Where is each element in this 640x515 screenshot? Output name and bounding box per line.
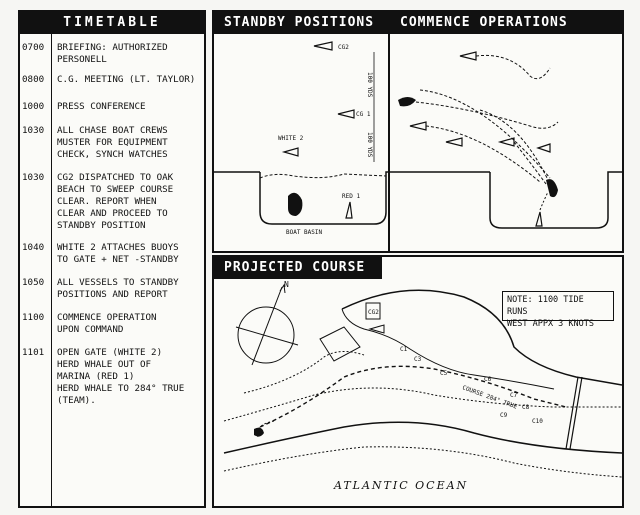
- row-text: PRESS CONFERENCE: [57, 101, 146, 112]
- white2-label: WHITE 2: [278, 135, 304, 142]
- standby-title: STANDBY POSITIONS: [214, 12, 388, 34]
- whale-icon: [398, 97, 416, 107]
- timetable-title: TIMETABLE: [20, 12, 204, 34]
- distance-label-1: 100 YDS: [366, 72, 373, 98]
- row-text: OPEN GATE (WHITE 2) HERD WHALE OUT OF MA…: [57, 347, 185, 406]
- commence-panel: COMMENCE OPERATIONS: [388, 10, 624, 253]
- boat-icon: [536, 143, 551, 153]
- cg2-boat-icon: [368, 324, 385, 334]
- row-time: 1000: [22, 101, 45, 112]
- channel-mark: C9: [500, 412, 508, 419]
- tide-note-text: NOTE: 1100 TIDE RUNS WEST APPX 3 KNOTS: [507, 295, 594, 329]
- red1-label: RED 1: [342, 193, 360, 200]
- timetable-divider: [51, 34, 52, 506]
- row-time: 0700: [22, 42, 45, 53]
- channel-mark: C7: [510, 392, 518, 399]
- whale-icon: [546, 179, 558, 198]
- channel-mark: C10: [532, 418, 543, 425]
- course-map: N CG2 COURSE 284° TRUE C1 C3 C5 C6 C7 C8…: [223, 280, 623, 478]
- row-text: COMMENCE OPERATION UPON COMMAND: [57, 312, 157, 335]
- boat-icon: [459, 51, 477, 61]
- row-text: BRIEFING: AUTHORIZED PERSONELL: [57, 42, 168, 65]
- row-time: 1100: [22, 312, 45, 323]
- cg2-tag: CG2: [368, 309, 379, 316]
- white2-boat-icon: [281, 147, 299, 157]
- row-text: WHITE 2 ATTACHES BUOYS TO GATE + NET -ST…: [57, 242, 179, 265]
- cg1-label: CG 1: [356, 111, 371, 118]
- projected-title: PROJECTED COURSE: [214, 257, 382, 279]
- tide-note: NOTE: 1100 TIDE RUNS WEST APPX 3 KNOTS: [502, 291, 614, 329]
- channel-mark: C3: [414, 356, 422, 363]
- standby-diagram: CG2 100 YDS 100 YDS CG 1 WHITE 2 RED 1 B…: [214, 41, 388, 236]
- row-text: ALL VESSELS TO STANDBY POSITIONS AND REP…: [57, 277, 179, 300]
- boat-icon: [497, 137, 515, 147]
- row-text: C.G. MEETING (LT. TAYLOR): [57, 74, 196, 85]
- row-time: 1050: [22, 277, 45, 288]
- commence-diagram: [390, 51, 622, 229]
- row-time: 0800: [22, 74, 45, 85]
- distance-label-2: 100 YDS: [366, 132, 373, 158]
- cg2-boat-icon: [313, 41, 333, 51]
- standby-panel: STANDBY POSITIONS CG2 100 YDS 100 YDS CG…: [212, 10, 390, 253]
- row-text: CG2 DISPATCHED TO OAK BEACH TO SWEEP COU…: [57, 172, 174, 231]
- north-label: N: [284, 280, 289, 289]
- projected-course-panel: PROJECTED COURSE NOTE: 1100 TIDE RUNS WE…: [212, 255, 624, 508]
- cg1-boat-icon: [337, 109, 355, 119]
- row-time: 1101: [22, 347, 45, 358]
- boat-icon: [409, 121, 427, 131]
- red1-boat-icon: [345, 201, 353, 219]
- ocean-label: ATLANTIC OCEAN: [334, 479, 469, 492]
- cg2-label: CG2: [338, 44, 349, 51]
- compass-rose-icon: [235, 283, 299, 366]
- channel-mark: C6: [484, 376, 492, 383]
- boat-icon: [445, 137, 463, 147]
- commence-title: COMMENCE OPERATIONS: [390, 12, 622, 34]
- row-time: 1040: [22, 242, 45, 253]
- channel-mark: C5: [440, 370, 448, 377]
- boat-basin-label: BOAT BASIN: [286, 229, 323, 236]
- row-time: 1030: [22, 172, 45, 183]
- channel-mark: C8: [522, 404, 530, 411]
- whale-icon: [254, 427, 264, 437]
- whale-icon: [288, 192, 303, 216]
- boat-icon: [535, 211, 543, 227]
- timetable-panel: TIMETABLE 0700 BRIEFING: AUTHORIZED PERS…: [18, 10, 206, 508]
- row-text: ALL CHASE BOAT CREWS MUSTER FOR EQUIPMEN…: [57, 125, 168, 160]
- channel-mark: C1: [400, 346, 408, 353]
- row-time: 1030: [22, 125, 45, 136]
